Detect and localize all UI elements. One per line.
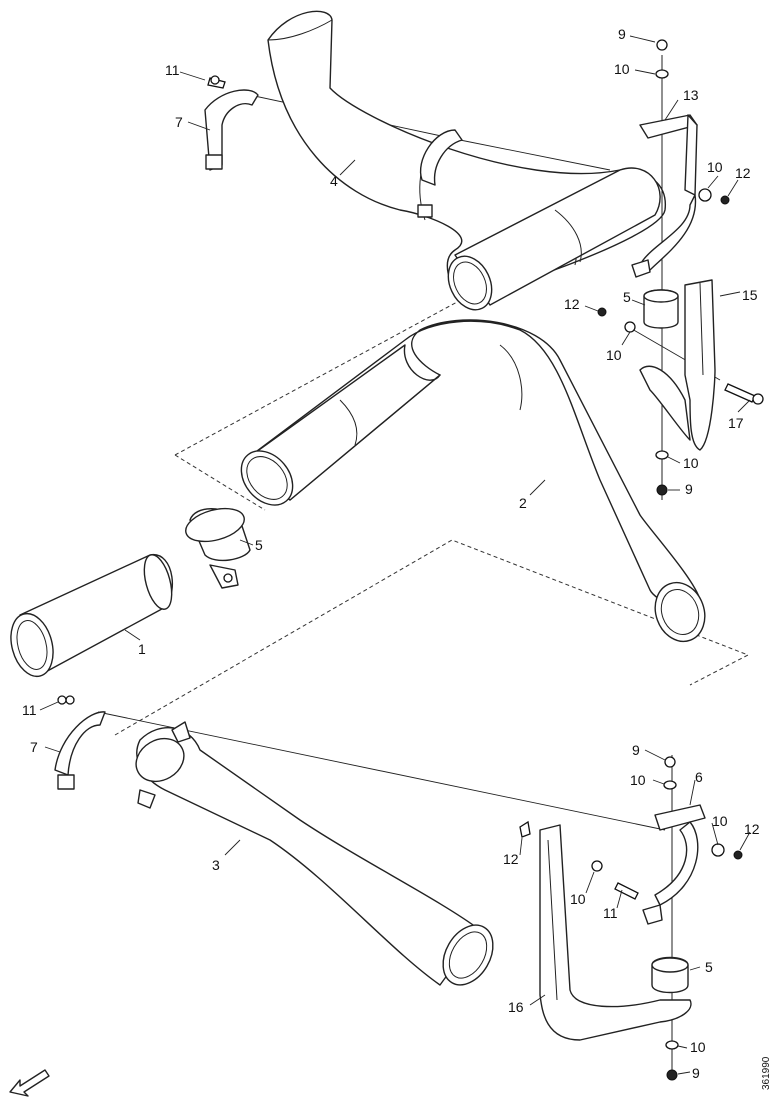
- callout-11: 11: [603, 905, 618, 921]
- callout-labels: 11 7 4 9 10 13 10 12 12 5 15 10 17 10 9 …: [22, 26, 760, 1081]
- callout-5: 5: [705, 959, 713, 975]
- callout-11: 11: [165, 62, 180, 78]
- callout-10: 10: [614, 61, 630, 77]
- callout-10: 10: [690, 1039, 706, 1055]
- callout-2: 2: [519, 495, 527, 511]
- pipe-2: [240, 319, 706, 643]
- callout-4: 4: [330, 173, 338, 189]
- clamp-7-bottom: [54, 711, 106, 790]
- callout-5: 5: [623, 289, 631, 305]
- callout-13: 13: [683, 87, 699, 103]
- callout-10: 10: [570, 891, 586, 907]
- callout-10: 10: [630, 772, 646, 788]
- muffler-5-top: [447, 167, 661, 311]
- pipe-1: [10, 554, 174, 678]
- callout-9: 9: [685, 481, 693, 497]
- callout-9: 9: [632, 742, 640, 758]
- reference-code: 361990: [761, 1056, 772, 1090]
- lower-mounting: [57, 75, 743, 1081]
- callout-7: 7: [175, 114, 183, 130]
- callout-17: 17: [728, 415, 744, 431]
- callout-3: 3: [212, 857, 220, 873]
- callout-10: 10: [712, 813, 728, 829]
- callout-9: 9: [618, 26, 626, 42]
- callout-10: 10: [606, 347, 622, 363]
- callout-12: 12: [735, 165, 751, 181]
- callout-7: 7: [30, 739, 38, 755]
- callout-15: 15: [742, 287, 758, 303]
- callout-16: 16: [508, 999, 524, 1015]
- callout-12: 12: [744, 821, 760, 837]
- callout-10: 10: [683, 455, 699, 471]
- callout-1: 1: [138, 641, 146, 657]
- callout-9: 9: [692, 1065, 700, 1081]
- direction-arrow-icon: [9, 1069, 50, 1097]
- callout-5: 5: [255, 537, 263, 553]
- callout-11: 11: [22, 702, 37, 718]
- upper-mounting: [597, 39, 764, 500]
- callout-10: 10: [707, 159, 723, 175]
- callout-6: 6: [695, 769, 703, 785]
- clamp-5-middle: [185, 507, 251, 589]
- leader-lines: [39, 35, 751, 1075]
- callout-12: 12: [503, 851, 519, 867]
- callout-12: 12: [564, 296, 580, 312]
- pipe-3: [135, 721, 494, 986]
- clamp-7-top: [204, 89, 463, 218]
